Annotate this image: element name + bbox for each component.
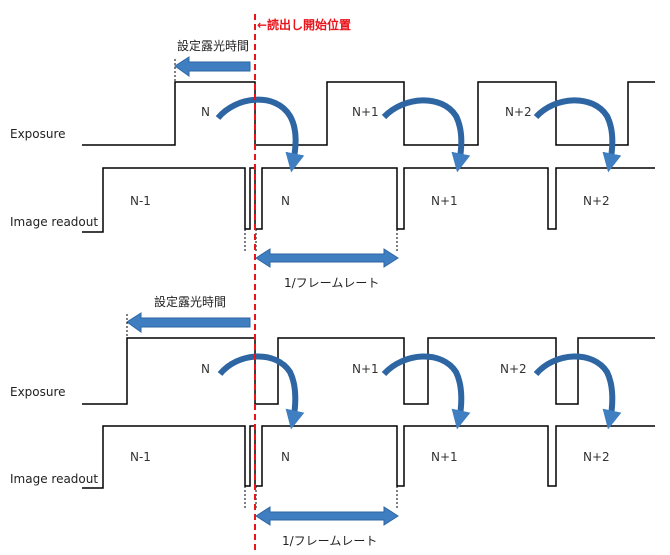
bottom-curved-arrow-3 bbox=[533, 353, 622, 430]
bottom-curved-arrow-2 bbox=[381, 353, 471, 430]
bottom-readout-frame-nm1: N-1 bbox=[130, 450, 151, 464]
bottom-exposure-frame-n2: N+2 bbox=[500, 362, 527, 376]
bottom-exposure-label: Exposure bbox=[10, 385, 66, 399]
bottom-exposure-time-arrow bbox=[126, 312, 251, 333]
bottom-frame-period-label: 1/フレームレート bbox=[282, 534, 377, 548]
readout-start-label: ←読出し開始位置 bbox=[257, 17, 351, 32]
top-exposure-frame-n: N bbox=[201, 105, 210, 119]
top-readout-frame-n1: N+1 bbox=[431, 194, 458, 208]
bottom-curved-arrow-1 bbox=[217, 353, 305, 430]
bottom-readout-label: Image readout bbox=[10, 472, 98, 486]
top-exposure-label: Exposure bbox=[10, 127, 66, 141]
top-curved-arrow-3 bbox=[533, 97, 622, 173]
bottom-readout-frame-n2: N+2 bbox=[583, 450, 610, 464]
top-frame-period-label: 1/フレームレート bbox=[284, 276, 379, 290]
top-exposure-time-arrow bbox=[174, 56, 251, 77]
bottom-readout-signal bbox=[82, 425, 655, 489]
bottom-exposure-signal bbox=[82, 337, 655, 405]
bottom-frame-period-arrow bbox=[255, 506, 399, 526]
bottom-diagram: 設定露光時間 Exposure Image readout N N+1 N+2 … bbox=[10, 294, 655, 548]
top-diagram: 設定露光時間 Exposure Image readout N N+1 N+2 … bbox=[10, 38, 655, 290]
top-readout-frame-n2: N+2 bbox=[583, 194, 610, 208]
top-curved-arrow-2 bbox=[381, 97, 471, 173]
top-readout-label: Image readout bbox=[10, 215, 98, 229]
top-readout-frame-nm1: N-1 bbox=[130, 194, 151, 208]
top-exposure-time-label: 設定露光時間 bbox=[177, 38, 249, 53]
top-exposure-frame-n1: N+1 bbox=[352, 105, 379, 119]
top-curved-arrow-1 bbox=[215, 96, 305, 173]
bottom-exposure-frame-n1: N+1 bbox=[352, 362, 379, 376]
bottom-readout-frame-n1: N+1 bbox=[431, 450, 458, 464]
bottom-exposure-time-label: 設定露光時間 bbox=[154, 294, 226, 309]
top-frame-period-arrow bbox=[255, 248, 399, 268]
top-exposure-frame-n2: N+2 bbox=[505, 105, 532, 119]
top-readout-signal bbox=[82, 167, 655, 233]
top-exposure-signal bbox=[82, 81, 655, 146]
bottom-readout-frame-n: N bbox=[281, 450, 290, 464]
top-readout-frame-n: N bbox=[281, 194, 290, 208]
bottom-exposure-frame-n: N bbox=[201, 362, 210, 376]
